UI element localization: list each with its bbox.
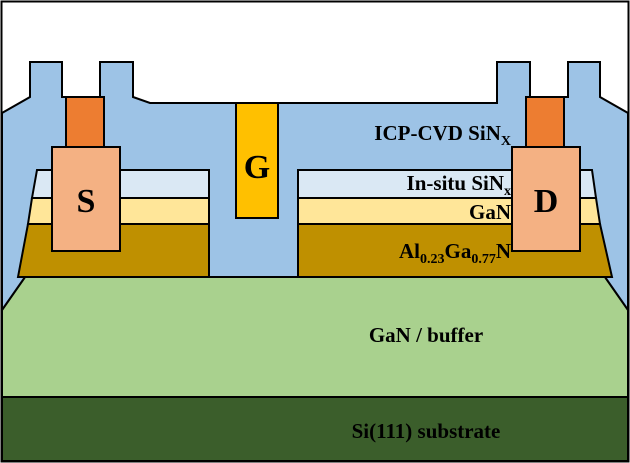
substrate-label: Si(111) substrate (352, 419, 501, 443)
drain-label: D (534, 183, 559, 220)
gan-buffer-label: GaN / buffer (369, 323, 483, 347)
gate-electrode (235, 102, 279, 219)
source-label: S (77, 183, 96, 220)
gan-cap-label: GaN (469, 200, 511, 224)
drain-via (525, 96, 565, 148)
gate-label: G (244, 149, 270, 186)
icp-cvd-sin-label: ICP-CVD SiNX (374, 121, 511, 149)
substrate-layer (1, 396, 629, 462)
algan-barrier-label: Al0.23Ga0.77N (399, 239, 511, 267)
insitu-sin-label: In-situ SiNx (407, 171, 511, 199)
source-via (65, 96, 105, 148)
source-electrode (51, 146, 121, 252)
gan-buffer-layer (1, 276, 629, 398)
drain-electrode (511, 146, 581, 252)
